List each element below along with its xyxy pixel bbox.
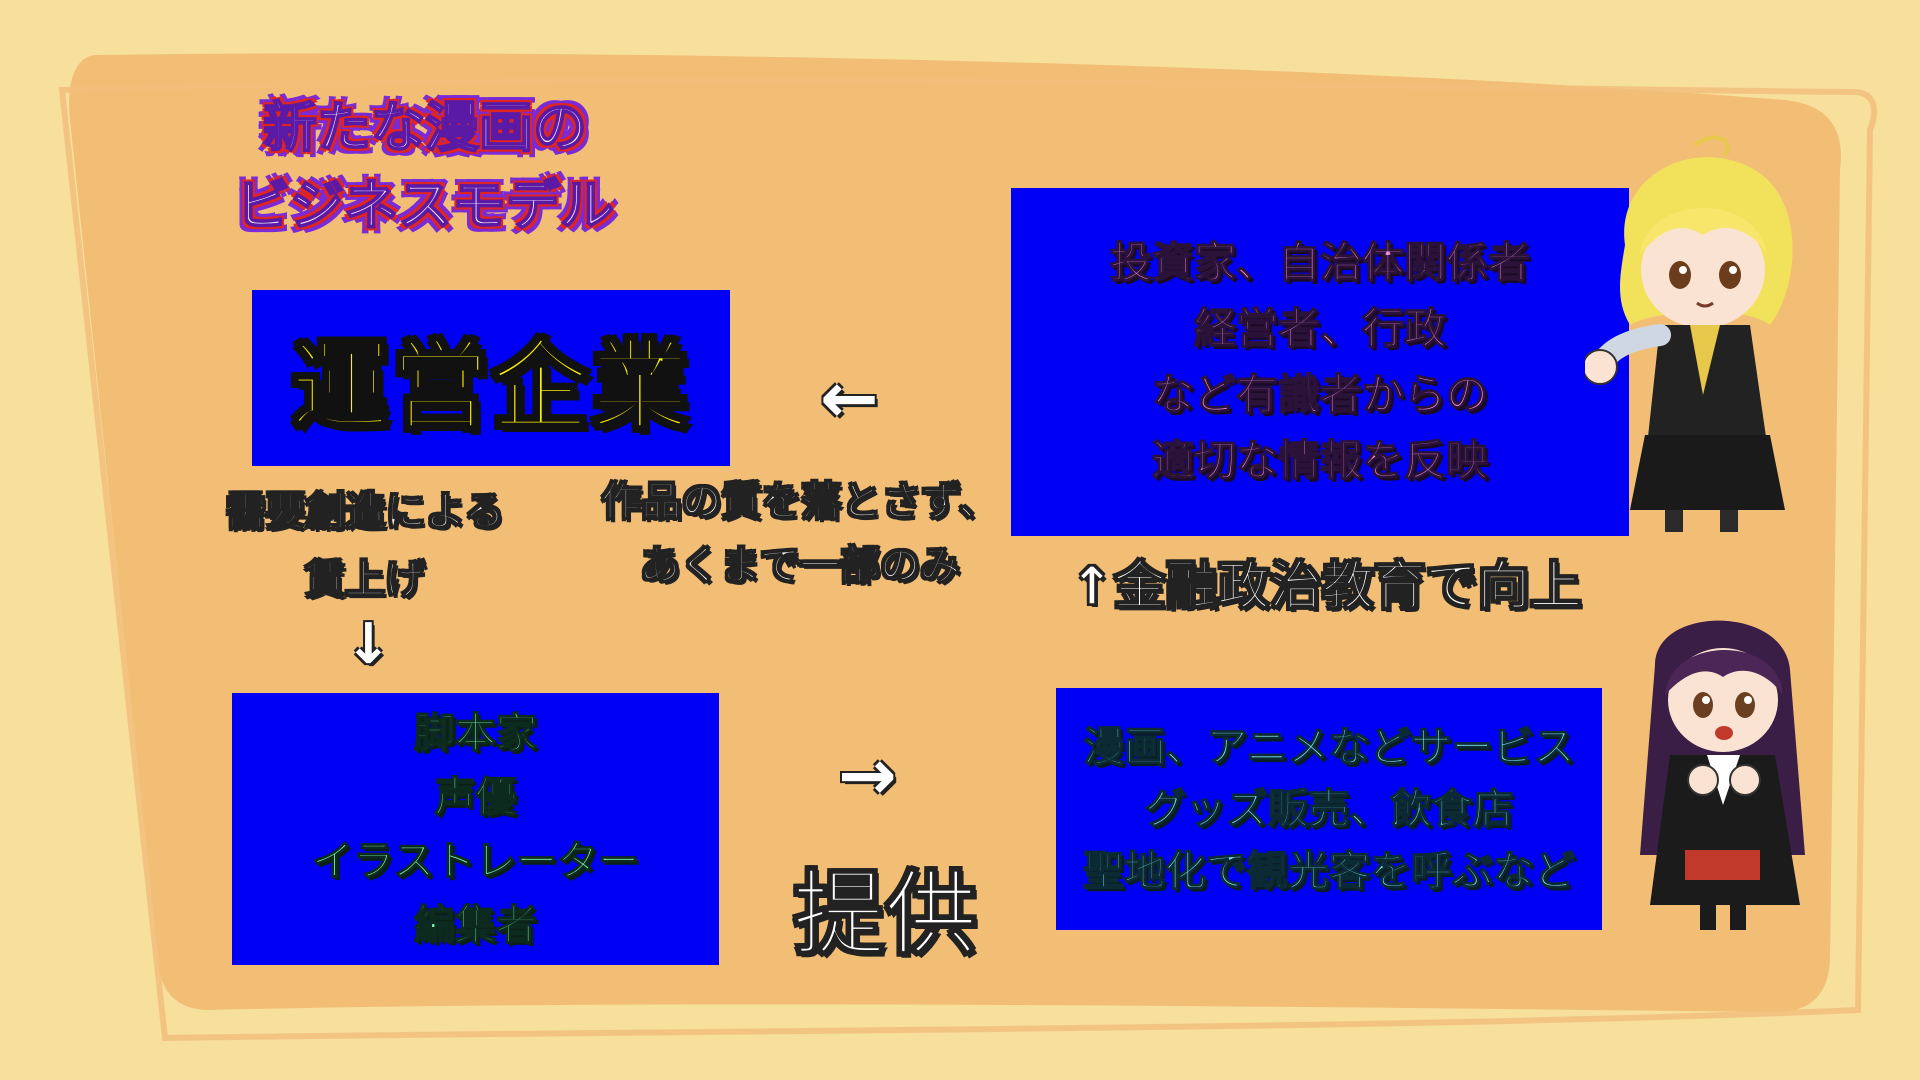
quality-line-1: 作品の質を落とさず、 [601, 478, 1000, 526]
quality-label: 作品の質を落とさず、 あくまで一部のみ [580, 472, 1020, 596]
creators-lines: 脚本家 声優 イラストレーター 編集者 [232, 693, 719, 965]
quality-line-2: あくまで一部のみ [639, 542, 961, 590]
advisors-line: など有識者からの [1151, 369, 1488, 419]
demand-line-2: 賃上げ [304, 556, 426, 604]
provide-label: 提供 [792, 860, 978, 969]
services-box: 漫画、アニメなどサービス グッズ販売、飲食店 聖地化で観光客を呼ぶなど [1056, 688, 1602, 930]
services-line: 聖地化で観光客を呼ぶなど [1082, 846, 1575, 895]
creators-line: 編集者 [413, 900, 537, 949]
demand-line-1: 需要創造による [225, 488, 505, 536]
advisors-box: 投資家、自治体関係者 経営者、行政 など有識者からの 適切な情報を反映 [1011, 188, 1629, 536]
services-lines: 漫画、アニメなどサービス グッズ販売、飲食店 聖地化で観光客を呼ぶなど [1056, 688, 1602, 930]
creators-line: 脚本家 [413, 708, 537, 757]
advisors-line: 適切な情報を反映 [1151, 435, 1488, 485]
company-box: 運営企業 [252, 290, 730, 466]
advisors-lines: 投資家、自治体関係者 経営者、行政 など有識者からの 適切な情報を反映 [1011, 188, 1629, 536]
right-arrow: → [838, 734, 897, 816]
left-arrow: ← [820, 357, 879, 439]
advisors-line: 経営者、行政 [1193, 303, 1446, 353]
creators-line: イラストレーター [311, 836, 640, 885]
title-line-1: 新たな漫画の [262, 95, 588, 160]
diagram-title: 新たな漫画の ビジネスモデル [215, 95, 635, 239]
dark-hair-character-illustration [1640, 620, 1805, 930]
creators-box: 脚本家 声優 イラストレーター 編集者 [232, 693, 719, 965]
services-line: 漫画、アニメなどサービス [1083, 722, 1576, 771]
blonde-character-illustration [1585, 135, 1793, 532]
down-arrow: ↓ [345, 612, 392, 677]
improve-label: ↑金融政治教育で向上 [1069, 556, 1582, 618]
demand-label: 需要創造による 賃上げ [195, 482, 535, 610]
title-line-2: ビジネスモデル [235, 173, 615, 238]
services-line: グッズ販売、飲食店 [1144, 784, 1514, 833]
advisors-line: 投資家、自治体関係者 [1109, 237, 1530, 287]
company-label: 運営企業 [289, 329, 691, 446]
creators-line: 声優 [434, 772, 517, 821]
